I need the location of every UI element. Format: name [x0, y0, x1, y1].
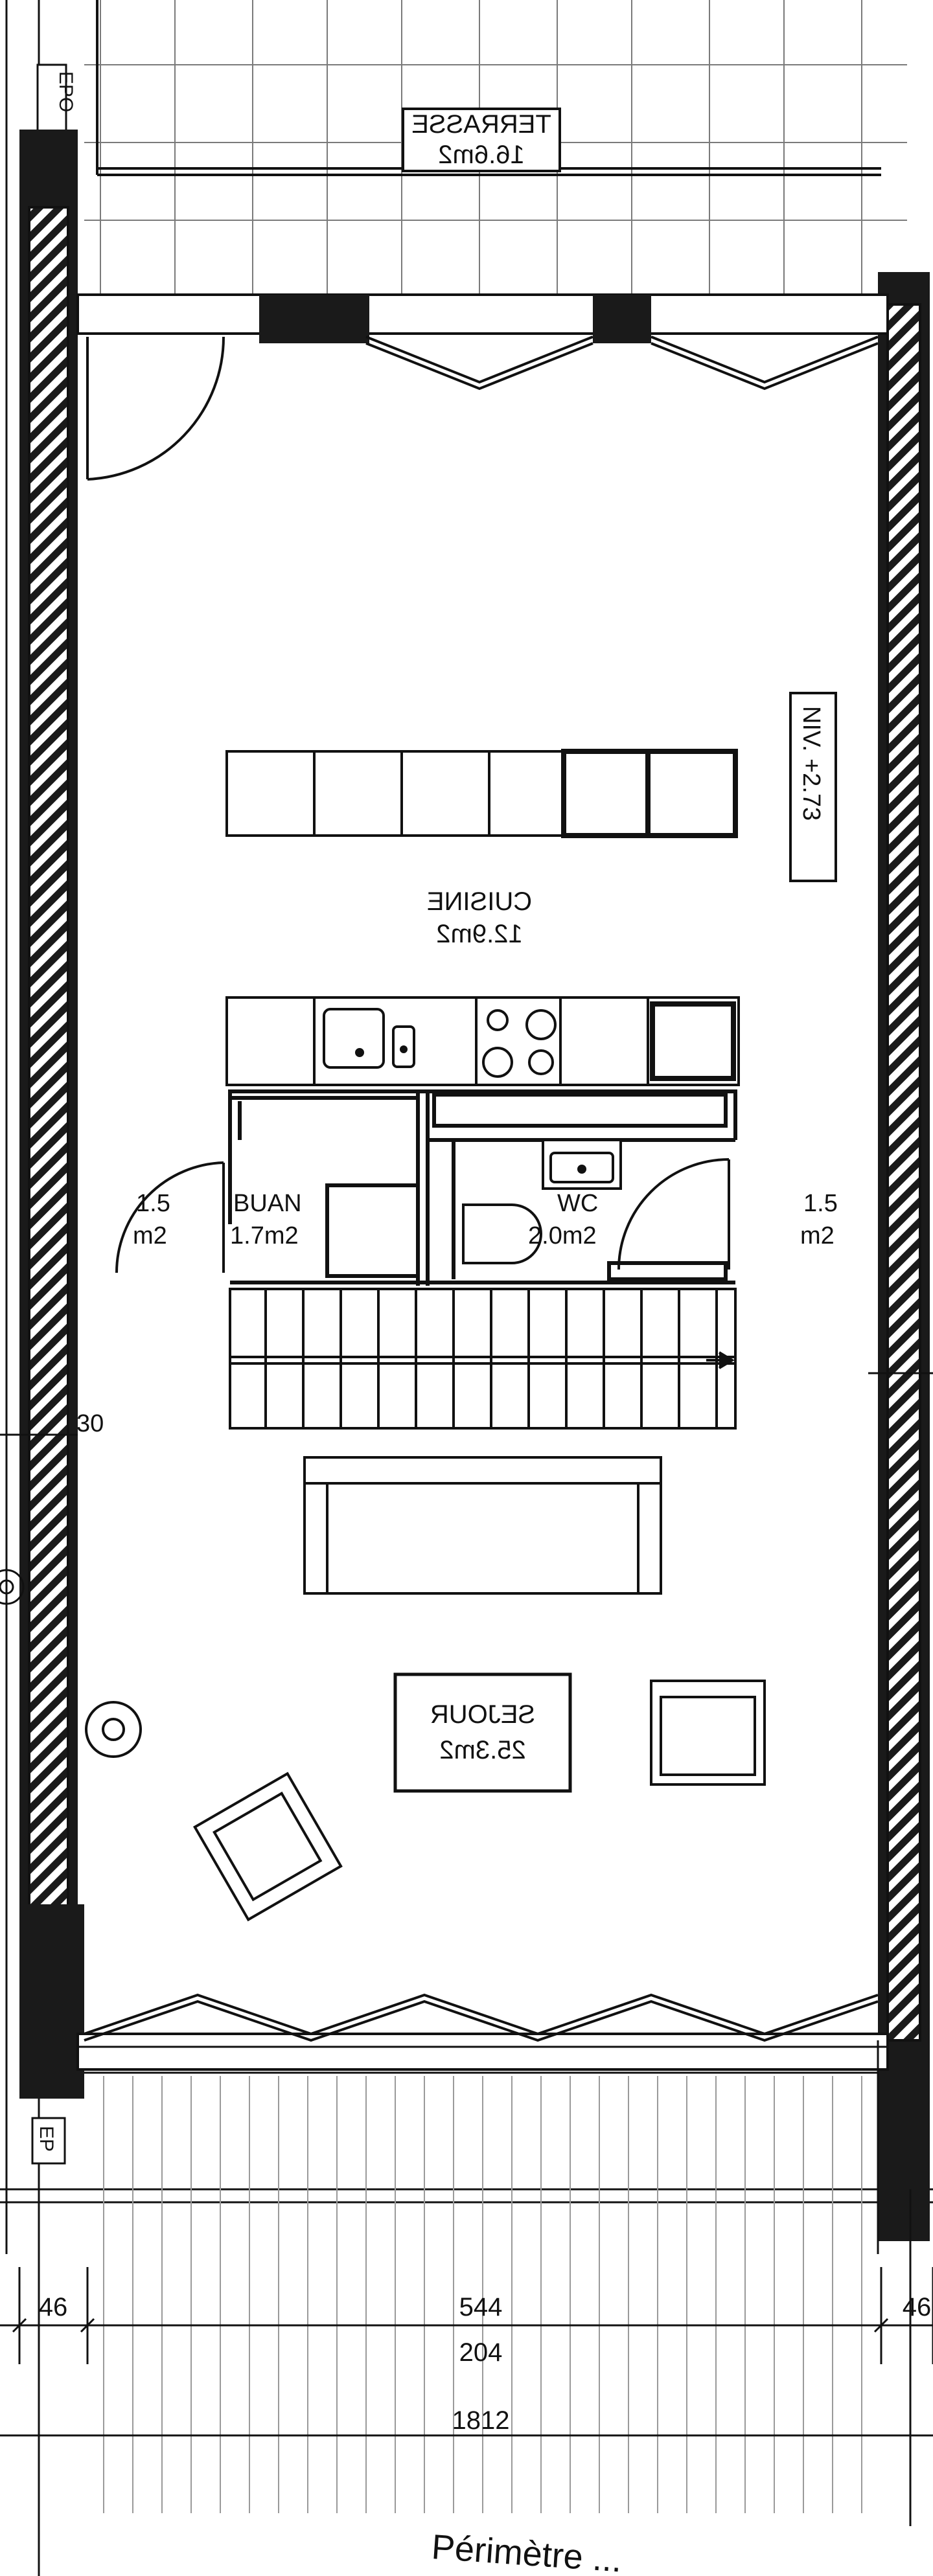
walls — [19, 130, 930, 2241]
bottom-terrace-stripes — [103, 2076, 862, 2513]
wc-basin-icon — [542, 1139, 622, 1190]
footer-text: Périmètre ... — [430, 2527, 623, 2576]
buan-area: 1.7m2 — [230, 1222, 299, 1249]
cuisine-name: CUISINE — [427, 887, 532, 916]
side-right-unit: m2 — [800, 1222, 835, 1249]
kitchen-island — [225, 749, 738, 838]
sejour-label: SEJOUR 25.3m2 — [393, 1672, 572, 1793]
wc-name: WC — [557, 1190, 598, 1217]
sofa-icon — [303, 1456, 662, 1595]
sejour-name: SEJOUR — [430, 1700, 535, 1729]
cuisine-area: 12.9m2 — [436, 920, 522, 948]
level-marker-text: NIV. +2.73 — [798, 706, 825, 821]
sejour-area: 25.3m2 — [439, 1736, 525, 1764]
side-left-value: 1.5 — [136, 1190, 170, 1217]
wc-area: 2.0m2 — [528, 1222, 597, 1249]
staircase — [229, 1288, 737, 1430]
toilet-icon — [462, 1203, 542, 1264]
bottom-windows — [84, 1993, 879, 2042]
sink-icon — [323, 1008, 415, 1069]
wc-door — [617, 1158, 730, 1270]
terrace-label: TERRASSE 16.6m2 — [402, 108, 561, 172]
side-marks — [0, 1372, 933, 1605]
fridge-icon — [650, 1001, 736, 1081]
armchair-icon-left — [192, 1772, 343, 1922]
dimension-lines — [0, 2267, 933, 2437]
dim-total: 1812 — [452, 2406, 510, 2435]
stove-icon — [482, 1009, 557, 1078]
side-note-left: 30 — [76, 1410, 104, 1437]
level-marker: NIV. +2.73 — [789, 692, 837, 882]
side-right-value: 1.5 — [803, 1190, 838, 1217]
armchair-icon-right — [650, 1680, 766, 1786]
ep-label-bottom: EP — [36, 2126, 57, 2152]
buan-door — [115, 1161, 225, 1273]
washer-icon — [325, 1183, 420, 1278]
lamp-icon — [85, 1701, 142, 1758]
dim-right: 46 — [903, 2293, 932, 2321]
terrace-name: TERRASSE — [411, 110, 551, 139]
top-windows — [365, 336, 879, 391]
dim-center-mid: 204 — [459, 2338, 503, 2367]
bottom-terrace-outline — [84, 2040, 912, 2526]
side-left-unit: m2 — [133, 1222, 167, 1249]
entry-door — [86, 336, 225, 481]
dim-left: 46 — [39, 2293, 68, 2321]
epo-label-top: EPO — [55, 71, 76, 112]
ep-box-bottom: EP — [31, 2117, 66, 2165]
terrace-area: 16.6m2 — [438, 141, 524, 169]
dim-center-top: 544 — [459, 2293, 503, 2321]
buan-name: BUAN — [233, 1190, 302, 1217]
